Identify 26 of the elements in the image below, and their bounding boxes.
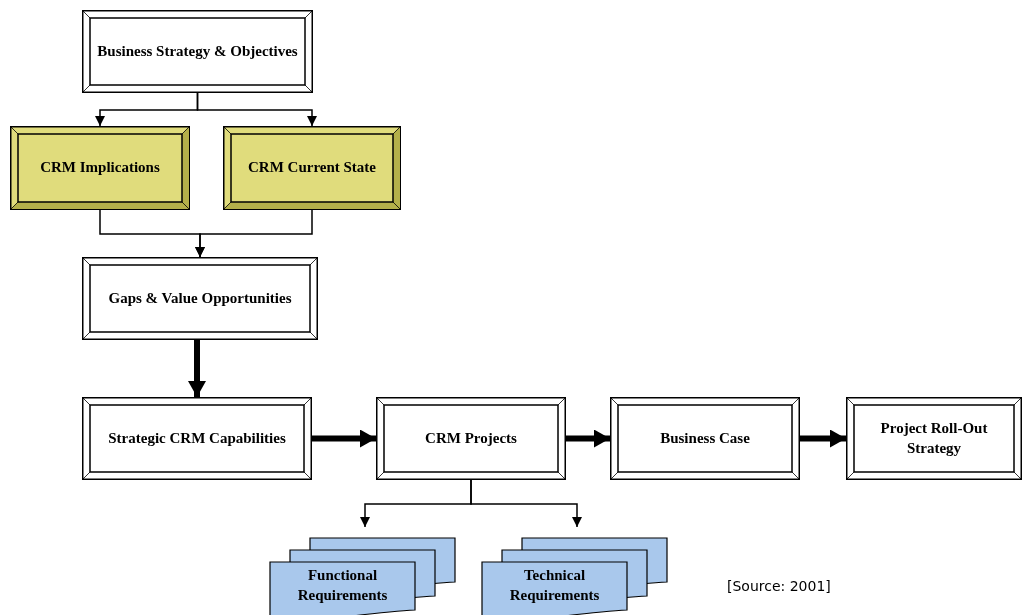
box-label: Project Roll-Out Strategy (879, 419, 989, 458)
box-label: Functional Requirements (296, 566, 389, 605)
process-box (610, 397, 800, 480)
arrow (312, 429, 376, 448)
box-label: Strategic CRM Capabilities (108, 428, 286, 448)
box-label: Business Case (660, 428, 750, 448)
source-note: [Source: 2001] (727, 578, 831, 594)
box-label: CRM Projects (425, 428, 517, 448)
arrow (470, 479, 582, 528)
arrow (800, 429, 846, 448)
box-label: CRM Implications (40, 158, 160, 178)
box-label: Gaps & Value Opportunities (108, 288, 292, 308)
box-label: Technical Requirements (508, 566, 601, 605)
process-box (82, 397, 312, 480)
process-box (376, 397, 566, 480)
arrow (196, 92, 317, 127)
process-box (223, 126, 401, 210)
process-box (846, 397, 1022, 480)
process-box (82, 257, 318, 340)
process-box (82, 10, 313, 93)
arrow (195, 209, 313, 258)
box-label: Business Strategy & Objectives (97, 41, 298, 61)
box-label: CRM Current State (248, 158, 376, 178)
arrow (188, 340, 206, 397)
arrow (566, 429, 610, 448)
process-box (10, 126, 190, 210)
